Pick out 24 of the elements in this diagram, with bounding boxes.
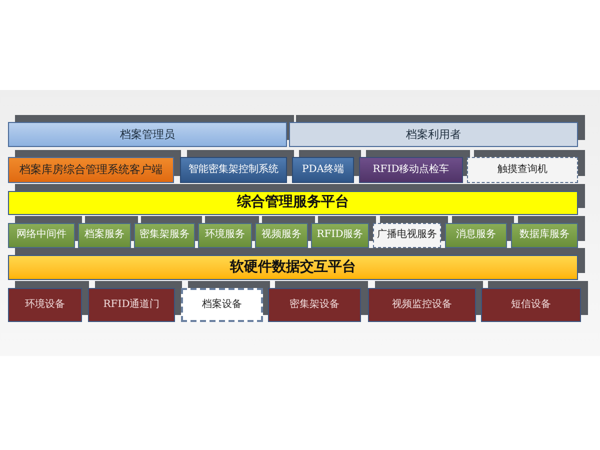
box-label: 档案服务 [84, 229, 124, 242]
box-label: 档案利用者 [406, 128, 461, 142]
box-label: 密集架服务 [140, 229, 190, 242]
box-label: RFID移动点检车 [372, 164, 450, 176]
box-label: 档案库房综合管理系统客户端 [20, 163, 162, 177]
box-label: 密集架设备 [290, 298, 340, 312]
box-label: 软硬件数据交互平台 [230, 258, 356, 276]
box-label: 智能密集架控制系统 [188, 164, 278, 176]
box-label: 数据库服务 [520, 229, 570, 242]
box-label: 视频监控设备 [392, 298, 452, 312]
box-label: 环境服务 [205, 229, 245, 242]
box-label: 档案管理员 [120, 128, 175, 142]
box-label: 档案设备 [202, 298, 242, 312]
box-label: PDA终端 [302, 164, 344, 176]
box-label: 触摸查询机 [498, 164, 548, 176]
box-label: 短信设备 [511, 298, 551, 312]
box-label: RFID服务 [316, 229, 364, 242]
box-label: 广播电视服务 [377, 229, 437, 242]
box-label: 环境设备 [25, 298, 65, 312]
box-label: 网络中间件 [16, 229, 66, 242]
box-label: 消息服务 [456, 229, 496, 242]
box-label: RFID通道门 [103, 298, 160, 312]
box-label: 视频服务 [262, 229, 302, 242]
box-label: 综合管理服务平台 [237, 194, 349, 212]
